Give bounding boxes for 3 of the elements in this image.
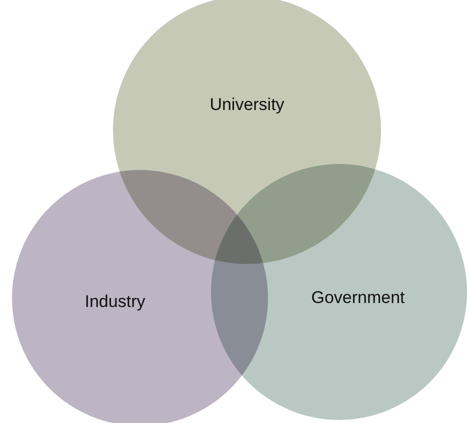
circle-label: Government xyxy=(311,288,405,308)
circle-label: Industry xyxy=(84,292,146,312)
circle-label: University xyxy=(210,95,284,115)
